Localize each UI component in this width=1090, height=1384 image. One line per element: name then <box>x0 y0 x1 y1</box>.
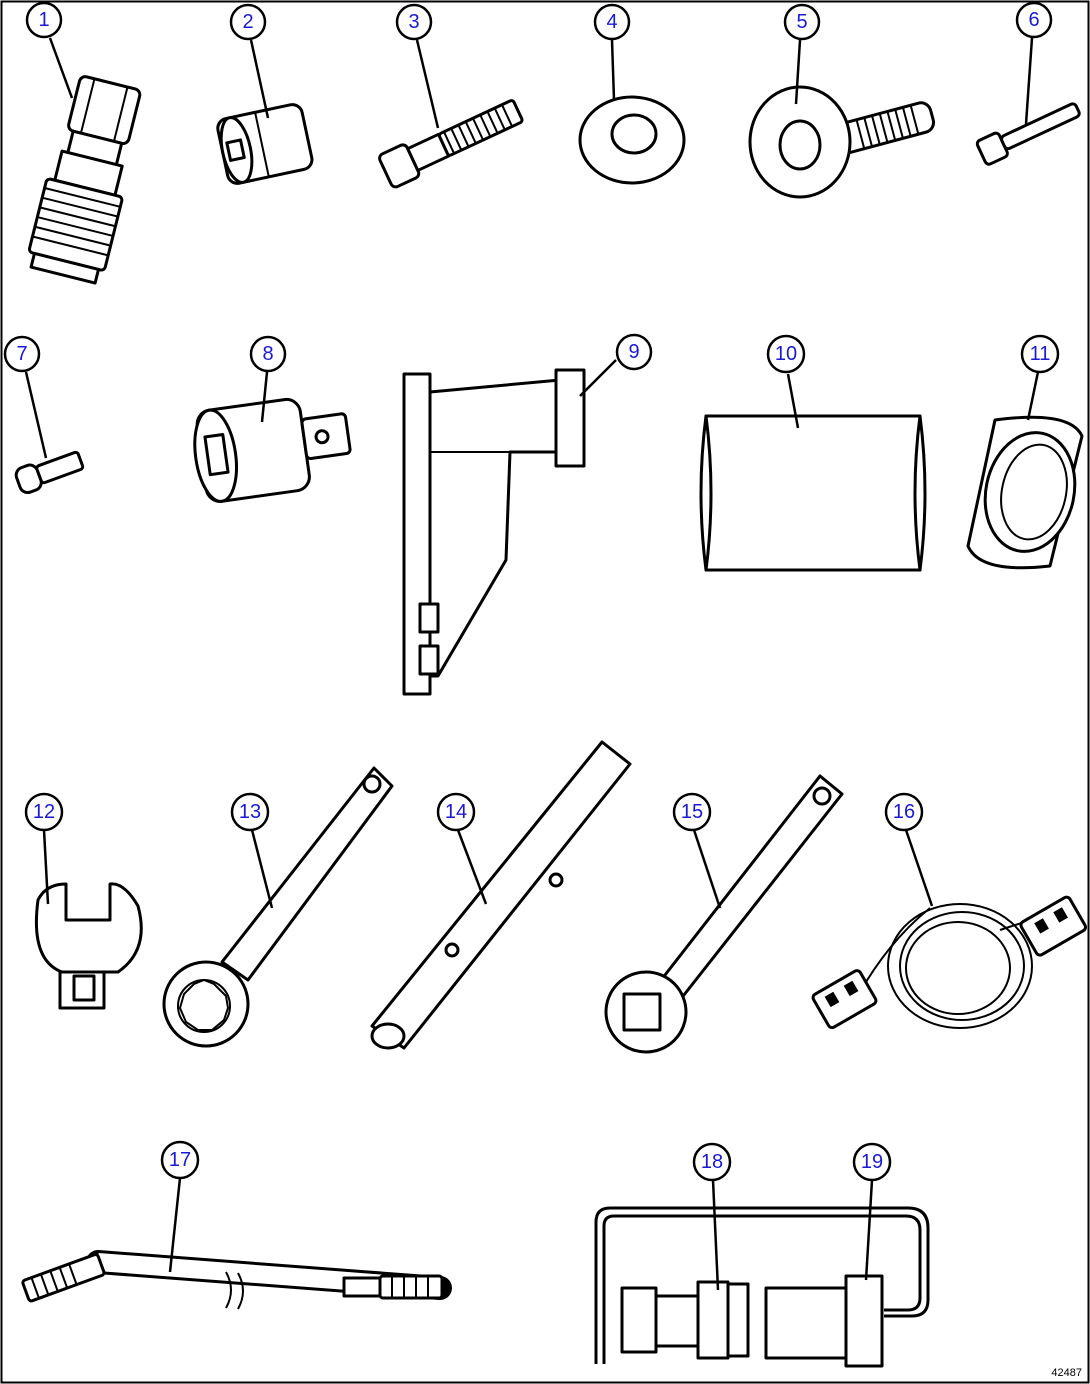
svg-text:19: 19 <box>861 1151 883 1173</box>
callout-14: 14 <box>436 792 476 832</box>
part-17-hose <box>21 1250 452 1310</box>
svg-text:13: 13 <box>239 801 261 823</box>
part-18-coupler <box>620 1280 750 1360</box>
svg-text:2: 2 <box>242 11 253 33</box>
callout-7: 7 <box>3 335 41 373</box>
callout-10: 10 <box>766 334 806 374</box>
callout-16: 16 <box>884 792 924 832</box>
part-2-socket <box>216 103 314 185</box>
figure-number: 42487 <box>1051 1367 1082 1379</box>
leader-lines <box>24 37 1040 1291</box>
part-13-box-wrench <box>162 766 394 1048</box>
svg-text:16: 16 <box>893 801 915 823</box>
callout-5: 5 <box>783 3 821 41</box>
svg-text:17: 17 <box>169 1149 191 1171</box>
callout-15: 15 <box>672 792 712 832</box>
part-8-adapter <box>193 397 352 503</box>
callout-6: 6 <box>1015 1 1053 39</box>
part-5-eye-bolt <box>748 85 936 199</box>
svg-text:4: 4 <box>606 11 617 33</box>
callout-3: 3 <box>395 3 433 41</box>
svg-text:10: 10 <box>775 343 797 365</box>
callout-11: 11 <box>1020 334 1060 374</box>
callout-2: 2 <box>229 3 267 41</box>
callout-4: 4 <box>593 3 631 41</box>
svg-text:14: 14 <box>445 801 467 823</box>
part-10-sleeve <box>699 414 927 572</box>
part-1-quick-coupler <box>27 75 142 285</box>
svg-text:5: 5 <box>796 11 807 33</box>
svg-text:12: 12 <box>33 801 55 823</box>
part-16-cable <box>811 895 1088 1030</box>
callout-13: 13 <box>230 792 270 832</box>
part-14-bar <box>370 740 632 1050</box>
part-4-washer <box>578 95 686 185</box>
callout-18: 18 <box>692 1142 732 1182</box>
svg-text:8: 8 <box>262 343 273 365</box>
callout-12: 12 <box>24 792 64 832</box>
callout-17: 17 <box>160 1140 200 1180</box>
svg-text:18: 18 <box>701 1151 723 1173</box>
svg-text:9: 9 <box>628 341 639 363</box>
callout-19: 19 <box>852 1142 892 1182</box>
part-18-19-kit <box>594 1206 930 1364</box>
callout-9: 9 <box>615 333 653 371</box>
part-19-cap <box>764 1274 884 1368</box>
callout-8: 8 <box>249 335 287 373</box>
svg-text:3: 3 <box>408 11 419 33</box>
svg-text:15: 15 <box>681 801 703 823</box>
svg-text:7: 7 <box>16 343 27 365</box>
svg-text:1: 1 <box>38 9 49 31</box>
svg-text:11: 11 <box>1030 343 1051 365</box>
part-15-square-wrench <box>604 774 844 1054</box>
part-11-ring <box>966 415 1084 570</box>
part-12-crowfoot <box>34 882 143 1010</box>
svg-text:6: 6 <box>1028 9 1039 31</box>
callout-1: 1 <box>25 1 63 39</box>
part-7-plug <box>14 450 85 495</box>
part-6-pin <box>975 102 1081 166</box>
part-3-bolt <box>378 99 524 189</box>
part-9-bracket <box>402 368 586 696</box>
